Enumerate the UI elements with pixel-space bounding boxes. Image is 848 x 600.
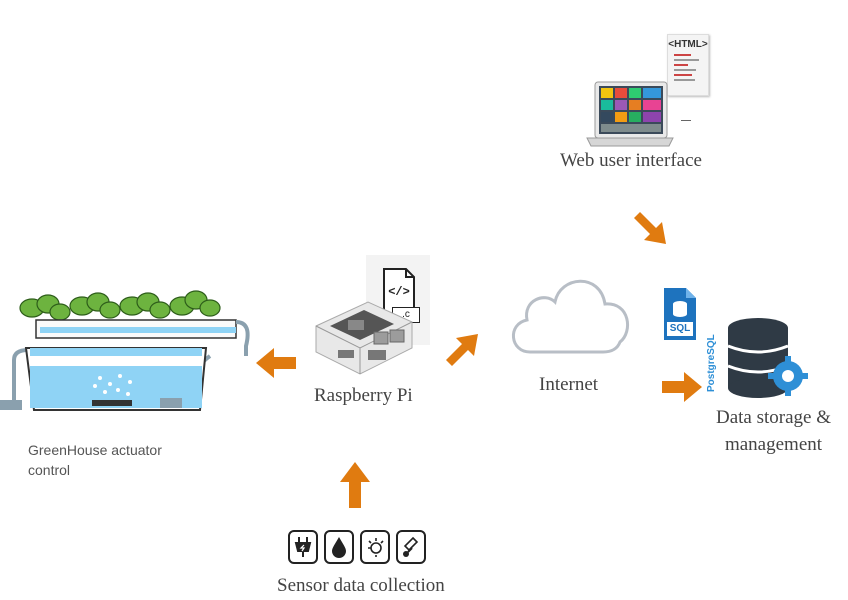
html-document-icon: <HTML> (667, 34, 709, 96)
web-ui-node: <HTML> (585, 30, 715, 150)
sql-file-icon: SQL (662, 286, 698, 347)
sensors-label: Sensor data collection (277, 575, 445, 596)
database-label-line1: Data storage & (716, 407, 832, 428)
greenhouse-label: GreenHouse actuator control (28, 442, 162, 478)
light-icon (360, 530, 390, 564)
cloud-icon (505, 262, 635, 367)
laptop-icon (585, 80, 675, 150)
arrow-pi-to-internet (442, 328, 484, 370)
arrow-web-to-db (630, 208, 672, 250)
greenhouse-hydroponic-icon (0, 286, 252, 421)
raspberry-pi-label: Raspberry Pi (314, 385, 413, 406)
raspberry-pi-board-icon (308, 296, 418, 386)
web-ui-label: Web user interface (560, 150, 702, 171)
arrow-sensors-to-pi (340, 462, 370, 508)
internet-label: Internet (539, 374, 599, 395)
html-tag: <HTML> (668, 39, 708, 50)
sql-tag: SQL (669, 323, 691, 334)
sensor-icons-row (288, 530, 426, 564)
arrow-pi-to-greenhouse (256, 348, 296, 378)
water-drop-icon (324, 530, 354, 564)
arrow-internet-to-db (662, 372, 702, 402)
database-icon (722, 316, 812, 411)
database-label: Data storage & management (716, 404, 831, 458)
database-label-line2: management (724, 434, 823, 455)
gear-icon (768, 356, 808, 396)
code-glyph: </> (388, 285, 410, 299)
thermometer-icon (396, 530, 426, 564)
postgresql-brand: PostgreSQL (706, 334, 717, 392)
power-plug-icon (288, 530, 318, 564)
